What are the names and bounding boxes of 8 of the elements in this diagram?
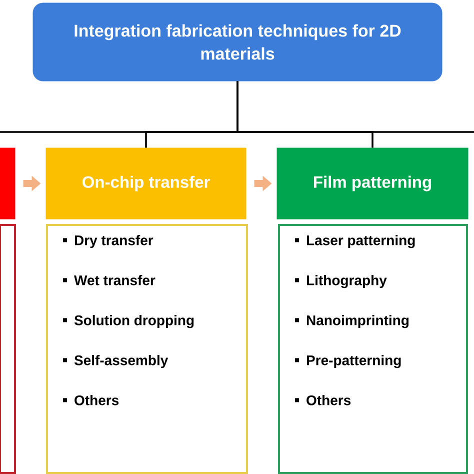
title-box: Integration fabrication techniques for 2D materials [32,2,442,82]
category-box: On-chip transfer [46,148,246,220]
category-box: Film patterning [276,148,468,220]
list-box: Laser patterning Lithography Nanoimprinting Pre-patterning Others [278,224,468,474]
list-box: Dry transfer Wet transfer Solution dropping Self-assembly Others [46,224,248,474]
connector-line [236,81,474,133]
category-box [0,148,16,220]
list-box [0,224,16,474]
